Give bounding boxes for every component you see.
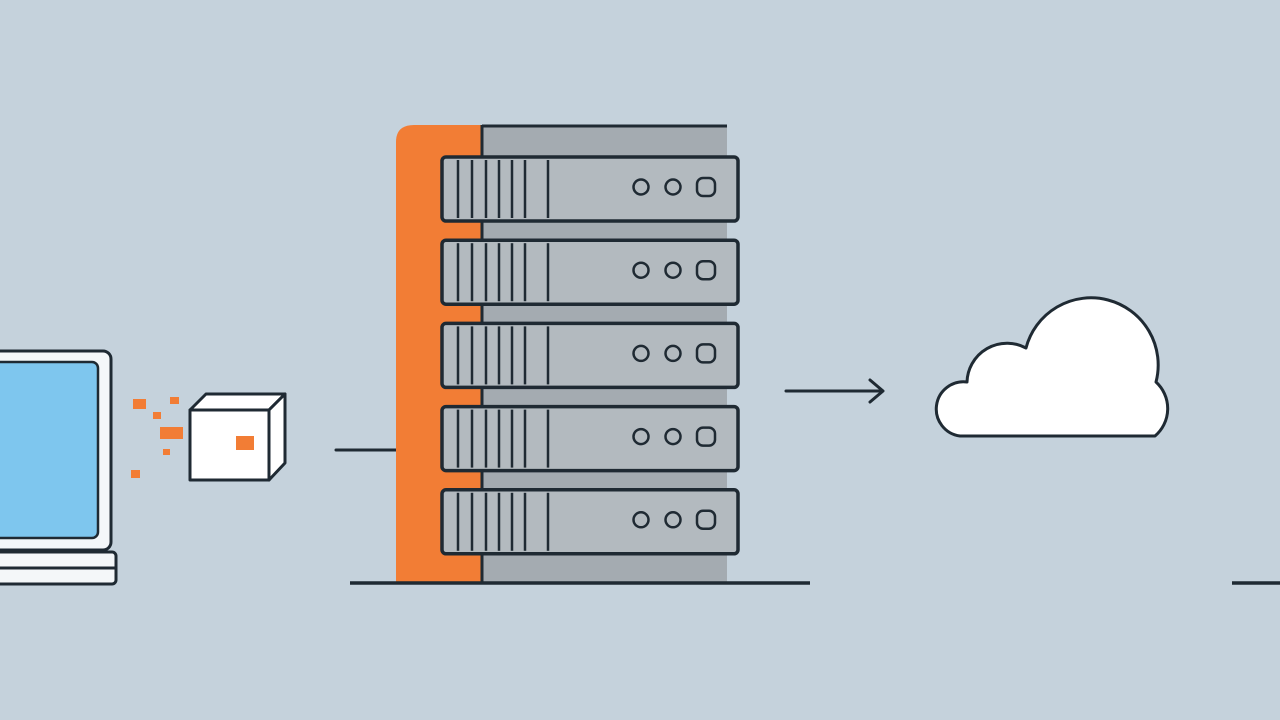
indicator-light	[632, 427, 650, 446]
indicator-light	[632, 344, 650, 363]
indicator-light	[664, 427, 682, 446]
cloud-icon	[934, 296, 1170, 438]
server-unit-face	[440, 404, 740, 473]
indicator-light	[632, 261, 650, 279]
indicator-light	[695, 176, 717, 198]
indicator-light	[664, 261, 682, 279]
server-unit-face	[440, 155, 740, 223]
server-unit	[440, 155, 740, 223]
server-units	[440, 155, 740, 556]
particle	[131, 470, 140, 478]
cube-front	[188, 408, 271, 482]
server-unit-face	[440, 488, 740, 556]
laptop-screen	[0, 360, 100, 540]
cube-mark	[236, 436, 254, 450]
indicator-light	[695, 343, 717, 364]
indicator-light	[695, 259, 717, 281]
particle	[153, 412, 161, 419]
particle	[133, 399, 146, 409]
particle	[160, 427, 183, 439]
server-unit-face	[440, 321, 740, 390]
arrow-right-icon	[784, 378, 885, 404]
indicator-light	[695, 509, 717, 531]
server-unit	[440, 321, 740, 390]
cloud-shape	[934, 296, 1170, 438]
server-unit	[440, 238, 740, 306]
particle	[170, 397, 179, 404]
indicator-light	[632, 178, 650, 196]
indicator-light	[664, 178, 682, 196]
data-particles	[131, 397, 183, 478]
server-unit	[440, 404, 740, 473]
cube-side	[267, 392, 287, 482]
indicator-light	[664, 511, 682, 529]
laptop-icon	[0, 349, 118, 586]
arrow-head	[868, 378, 885, 404]
particle	[163, 449, 170, 455]
server-rack-icon	[350, 124, 810, 585]
server-unit-face	[440, 238, 740, 306]
indicator-light	[664, 344, 682, 363]
indicator-light	[632, 511, 650, 529]
indicator-light	[695, 426, 717, 447]
package-cube-icon	[188, 392, 287, 482]
server-unit	[440, 488, 740, 556]
